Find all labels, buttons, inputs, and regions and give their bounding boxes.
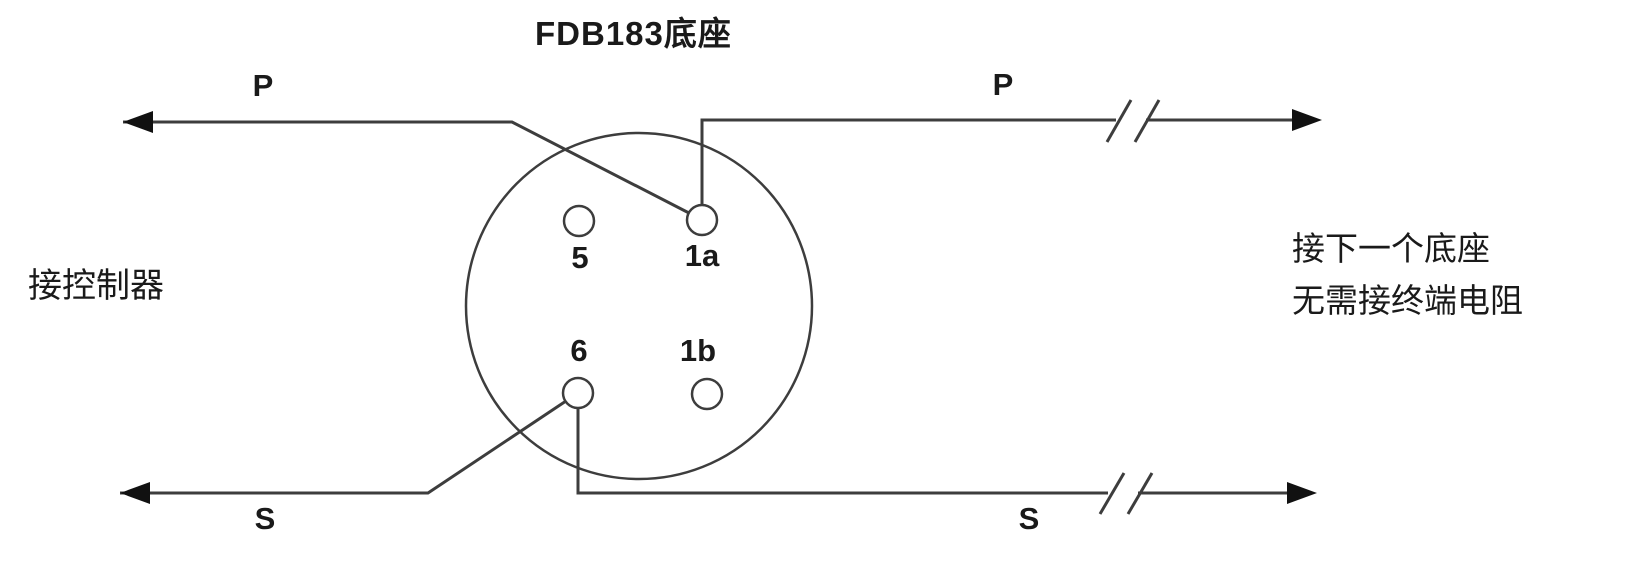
break-mark-p-1 [1105,99,1133,143]
wire-label-s-left: S [254,501,276,536]
diagram-title: FDB183底座 [535,15,732,52]
left-side-label: 接控制器 [28,268,164,305]
wire-s-left [120,399,567,495]
wire-s-right [576,408,1287,495]
wire-label-p-left: P [252,68,274,103]
arrowhead-s-left [120,482,150,504]
wire-label-s-right: S [1018,501,1040,536]
arrowhead-p-left [123,111,153,133]
pin-1a-hole [685,203,719,237]
arrowhead-p-right [1292,109,1322,131]
break-mark-p-2 [1133,99,1161,143]
arrowhead-s-right [1287,482,1317,504]
pin-label-1a: 1a [684,238,720,273]
right-side-label-line1: 接下一个底座 [1292,232,1490,268]
pin-6-hole [561,376,595,410]
connector-base-circle [464,131,814,481]
pin-label-6: 6 [570,333,588,368]
wire-label-p-right: P [992,67,1014,102]
pin-1b-hole [690,377,724,411]
pin-label-5: 5 [571,240,589,275]
pin-5-hole [562,204,596,238]
wire-p-right [700,118,1292,206]
break-mark-s-1 [1098,472,1126,515]
break-mark-s-2 [1126,472,1154,515]
pin-label-1b: 1b [679,333,717,368]
right-side-label-line2: 无需接终端电阻 [1292,284,1523,320]
wire-p-left [123,120,690,215]
